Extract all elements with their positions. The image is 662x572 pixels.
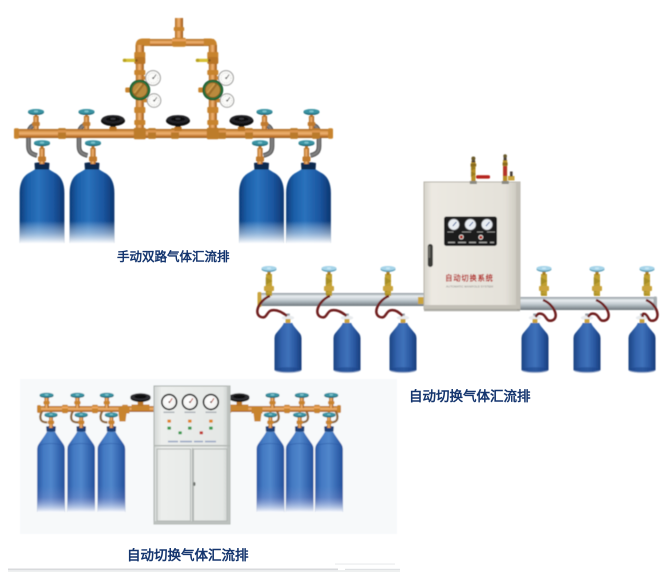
svg-text:自动切换系统: 自动切换系统 (445, 274, 494, 283)
svg-text:AUTOMATIC MANIFOLD SYSTEM: AUTOMATIC MANIFOLD SYSTEM (446, 285, 493, 289)
